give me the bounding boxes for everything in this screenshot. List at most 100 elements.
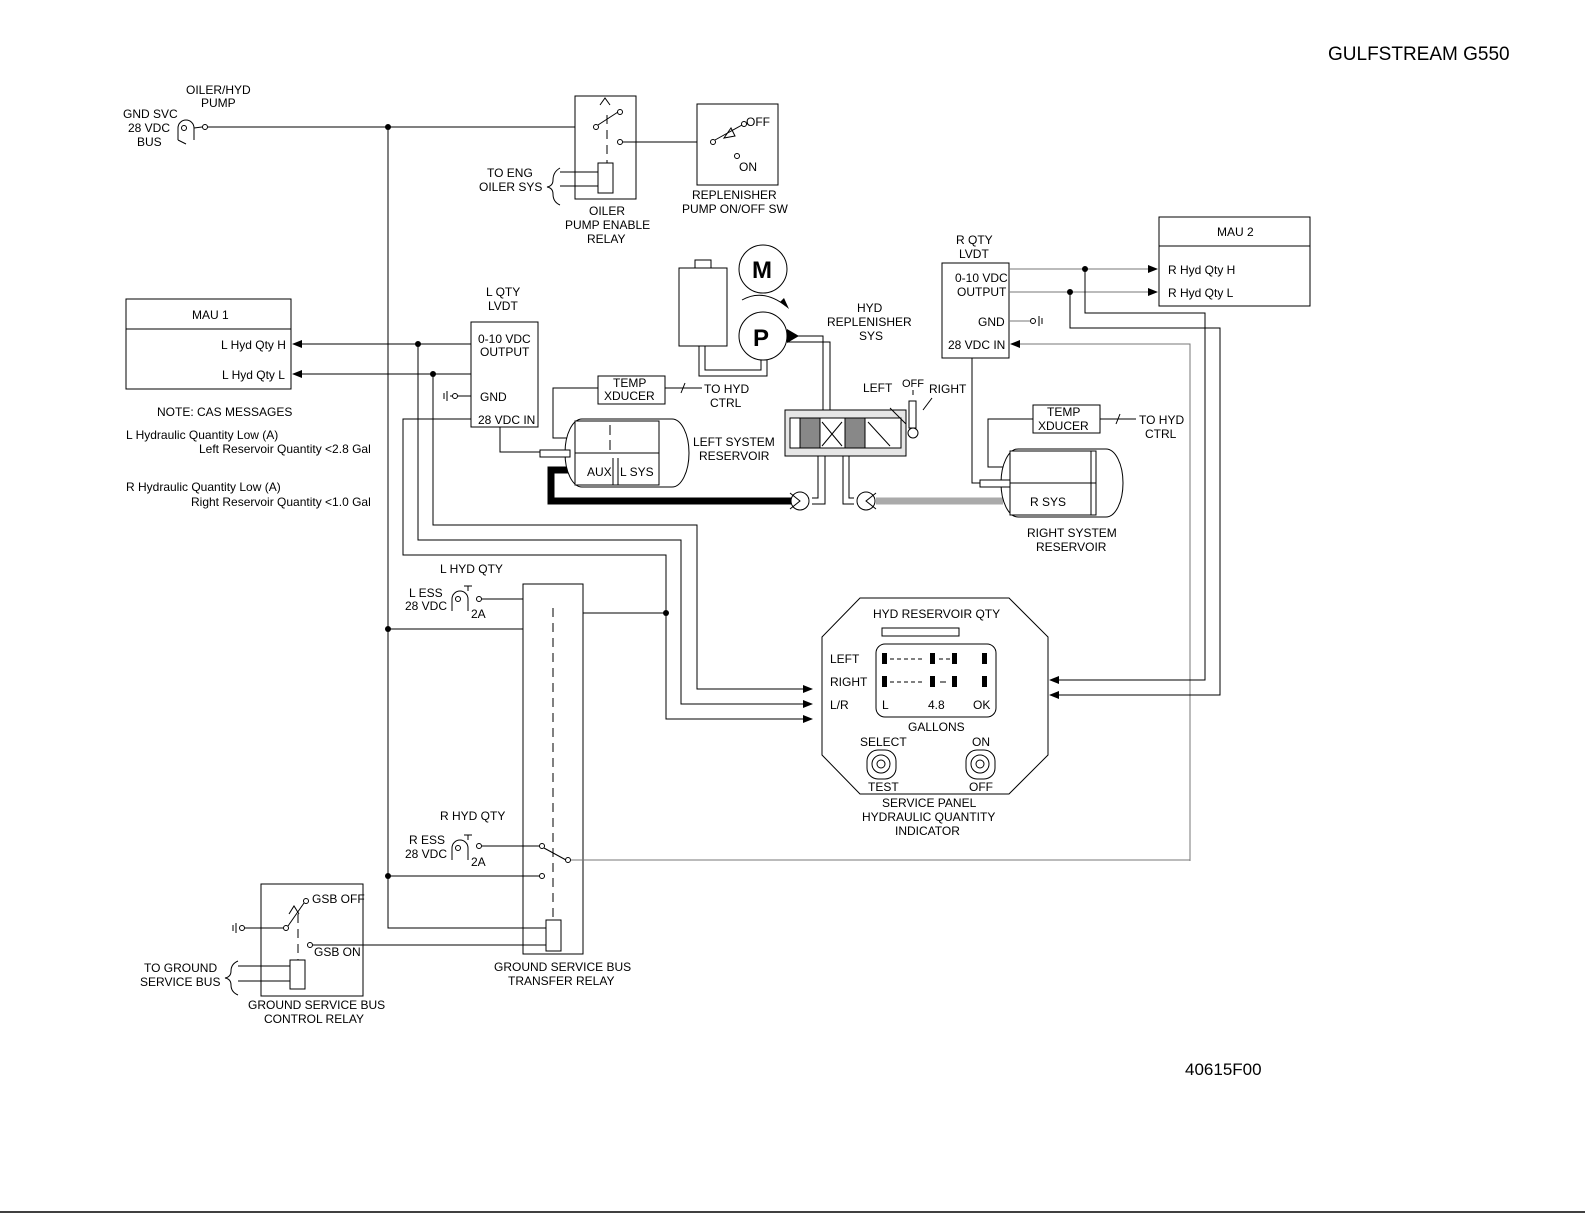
svg-text:OUTPUT: OUTPUT — [957, 285, 1007, 299]
svg-text:OILER: OILER — [589, 204, 625, 218]
svg-text:R ESS: R ESS — [409, 833, 445, 847]
svg-text:TO HYD: TO HYD — [704, 382, 749, 396]
display-value: 4.8 — [928, 698, 945, 712]
svg-text:28 VDC IN: 28 VDC IN — [948, 338, 1005, 352]
gsb-control-relay-contacts — [283, 898, 313, 990]
svg-text:R QTY: R QTY — [956, 233, 993, 247]
pump-icon: P — [738, 311, 799, 361]
gsb-on-label: GSB ON — [314, 945, 361, 959]
oiler-hyd-pump-label: OILER/HYD PUMP — [186, 83, 251, 110]
test-label: TEST — [868, 780, 899, 794]
replenisher-pump-switch[interactable] — [696, 103, 779, 186]
oiler-relay-contacts — [593, 97, 623, 194]
svg-text:GND SVC: GND SVC — [123, 107, 178, 121]
indicator-display — [875, 643, 997, 718]
svg-text:TRANSFER RELAY: TRANSFER RELAY — [508, 974, 614, 988]
r-ess-label: R ESS 28 VDC — [405, 833, 447, 861]
right-check-valve-icon — [856, 491, 877, 511]
mau-1: MAU 1 L Hyd Qty H L Hyd Qty L — [125, 298, 292, 390]
svg-text:L Hydraulic Quantity Low (A): L Hydraulic Quantity Low (A) — [126, 428, 278, 442]
l-hyd-qty-breaker-icon[interactable] — [451, 585, 482, 611]
to-eng-oiler-sys-label: TO ENG OILER SYS — [479, 166, 542, 194]
svg-text:M: M — [752, 257, 772, 284]
cas-notes: NOTE: CAS MESSAGES L Hydraulic Quantity … — [126, 405, 371, 509]
replenisher-on-label: ON — [739, 160, 757, 174]
svg-text:OILER SYS: OILER SYS — [479, 180, 542, 194]
svg-text:L ESS: L ESS — [409, 586, 443, 600]
replenisher-switch-label: REPLENISHER PUMP ON/OFF SW — [682, 188, 788, 216]
replenisher-off-label: OFF — [746, 115, 770, 129]
svg-text:SERVICE PANEL: SERVICE PANEL — [882, 796, 977, 810]
mau-2: MAU 2 R Hyd Qty H R Hyd Qty L — [1158, 216, 1311, 307]
motor-icon: M — [738, 244, 788, 294]
svg-text:SERVICE BUS: SERVICE BUS — [140, 975, 220, 989]
replenisher-label: HYD REPLENISHER SYS — [827, 301, 912, 343]
mau-2-input-h: R Hyd Qty H — [1168, 263, 1235, 277]
figure-number: 40615F00 — [1185, 1060, 1262, 1079]
svg-text:TEMP: TEMP — [1047, 405, 1080, 419]
svg-text:LVDT: LVDT — [959, 247, 989, 261]
indicator-caption: SERVICE PANEL HYDRAULIC QUANTITY INDICAT… — [862, 796, 995, 838]
svg-text:LVDT: LVDT — [488, 299, 518, 313]
gnd-svc-bus-label: GND SVC 28 VDC BUS — [123, 107, 178, 149]
svg-text:RESERVOIR: RESERVOIR — [699, 449, 770, 463]
svg-text:HYD: HYD — [857, 301, 883, 315]
valve-right-label: RIGHT — [929, 382, 967, 396]
select-label: SELECT — [860, 735, 907, 749]
valve-off-label: OFF — [902, 378, 924, 390]
right-system-reservoir: R SYS — [979, 448, 1124, 518]
svg-text:CTRL: CTRL — [1145, 427, 1177, 441]
svg-text:28 VDC: 28 VDC — [405, 599, 447, 613]
indicator-row-lr: L/R — [830, 698, 849, 712]
svg-text:REPLENISHER: REPLENISHER — [692, 188, 777, 202]
rsys-label: R SYS — [1030, 495, 1066, 509]
svg-text:PUMP: PUMP — [201, 96, 236, 110]
indicator-units: GALLONS — [908, 720, 965, 734]
selector-valve — [784, 409, 907, 457]
l-qty-lvdt: L QTY LVDT 0-10 VDC OUTPUT GND 28 VDC IN — [470, 285, 539, 428]
hyd-quantity-indicator-panel: HYD RESERVOIR QTY LEFT RIGHT L/R L 4.8 O… — [821, 597, 1049, 795]
mau-2-input-l: R Hyd Qty L — [1168, 286, 1234, 300]
diagram-title: GULFSTREAM G550 — [1328, 44, 1510, 65]
svg-text:PUMP ON/OFF SW: PUMP ON/OFF SW — [682, 202, 788, 216]
svg-text:Right Reservoir Quantity <1.0: Right Reservoir Quantity <1.0 Gal — [191, 495, 371, 509]
svg-text:TO ENG: TO ENG — [487, 166, 533, 180]
svg-text:0-10 VDC: 0-10 VDC — [955, 271, 1008, 285]
on-off-switch-icon[interactable] — [965, 749, 996, 780]
gsb-off-label: GSB OFF — [312, 892, 365, 906]
left-to-hyd-ctrl-label: TO HYD CTRL — [704, 382, 749, 410]
oiler-relay-label: OILER PUMP ENABLE RELAY — [565, 204, 650, 246]
svg-text:HYDRAULIC QUANTITY: HYDRAULIC QUANTITY — [862, 810, 995, 824]
svg-text:28 VDC IN: 28 VDC IN — [478, 413, 535, 427]
left-reservoir-label: LEFT SYSTEM RESERVOIR — [693, 435, 775, 463]
lsys-label: L SYS — [620, 465, 654, 479]
replenisher-switch-contacts — [710, 121, 747, 159]
svg-text:TO HYD: TO HYD — [1139, 413, 1184, 427]
svg-text:XDUCER: XDUCER — [604, 389, 655, 403]
svg-text:NOTE: CAS MESSAGES: NOTE: CAS MESSAGES — [157, 405, 292, 419]
l-ess-label: L ESS 28 VDC — [405, 586, 447, 613]
select-test-switch-icon[interactable] — [866, 749, 897, 780]
r-hyd-qty-breaker-icon[interactable] — [451, 834, 482, 860]
svg-text:CTRL: CTRL — [710, 396, 742, 410]
svg-text:XDUCER: XDUCER — [1038, 419, 1089, 433]
svg-text:0-10 VDC: 0-10 VDC — [478, 332, 531, 346]
svg-text:RELAY: RELAY — [587, 232, 625, 246]
svg-text:R Hydraulic Quantity Low (A): R Hydraulic Quantity Low (A) — [126, 480, 281, 494]
right-quantity-bar — [882, 676, 987, 687]
svg-text:L QTY: L QTY — [486, 285, 520, 299]
svg-text:PUMP ENABLE: PUMP ENABLE — [565, 218, 650, 232]
svg-text:28 VDC: 28 VDC — [405, 847, 447, 861]
l-cb-rating: 2A — [471, 607, 486, 621]
oiler-hyd-pump-breaker-icon — [177, 119, 208, 145]
display-l: L — [882, 698, 889, 712]
r-cb-rating: 2A — [471, 855, 486, 869]
mau-1-title: MAU 1 — [192, 308, 229, 322]
svg-text:P: P — [753, 325, 769, 352]
left-system-reservoir: AUX L SYS — [539, 418, 690, 488]
r-hyd-qty-label: R HYD QTY — [440, 809, 505, 823]
svg-text:Left Reservoir Quantity <2.8 G: Left Reservoir Quantity <2.8 Gal — [199, 442, 371, 456]
valve-handle-icon — [889, 390, 933, 439]
svg-text:INDICATOR: INDICATOR — [895, 824, 960, 838]
